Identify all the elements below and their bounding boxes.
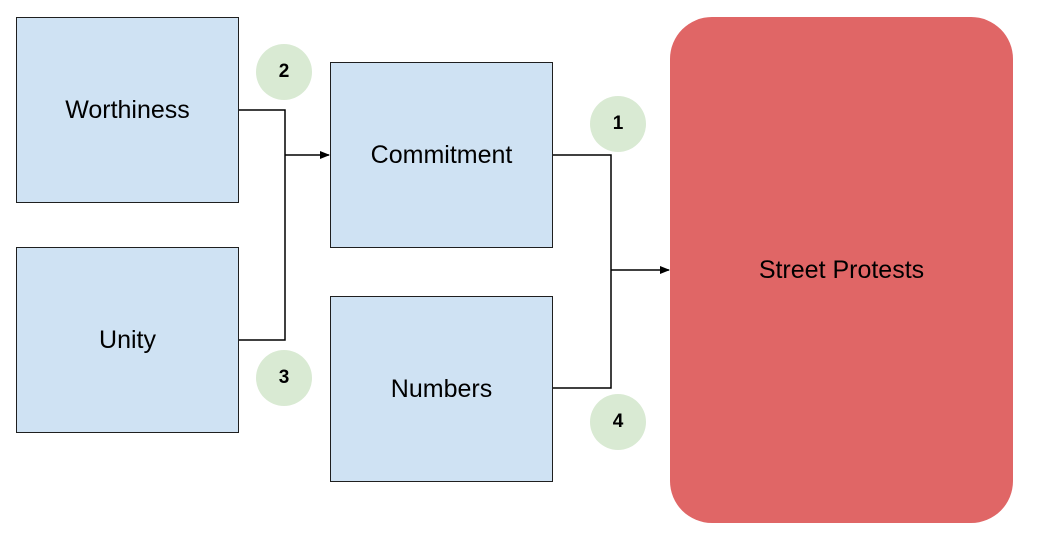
connector-numbers — [553, 270, 612, 389]
badge-4: 4 — [590, 394, 646, 450]
badge-1: 1 — [590, 96, 646, 152]
node-unity-label: Unity — [99, 325, 156, 354]
node-street-protests-label: Street Protests — [758, 255, 925, 284]
node-numbers-label: Numbers — [390, 374, 493, 403]
node-worthiness: Worthiness — [16, 17, 239, 203]
node-street-protests: Street Protests — [670, 17, 1013, 523]
badge-2: 2 — [256, 44, 312, 100]
node-unity: Unity — [16, 247, 239, 433]
node-commitment: Commitment — [330, 62, 553, 248]
badge-3: 3 — [256, 350, 312, 406]
connector-unity — [239, 155, 286, 341]
connector-commitment — [553, 154, 612, 270]
connector-worthiness — [239, 109, 286, 155]
node-numbers: Numbers — [330, 296, 553, 482]
node-commitment-label: Commitment — [370, 140, 513, 169]
node-worthiness-label: Worthiness — [65, 95, 190, 124]
